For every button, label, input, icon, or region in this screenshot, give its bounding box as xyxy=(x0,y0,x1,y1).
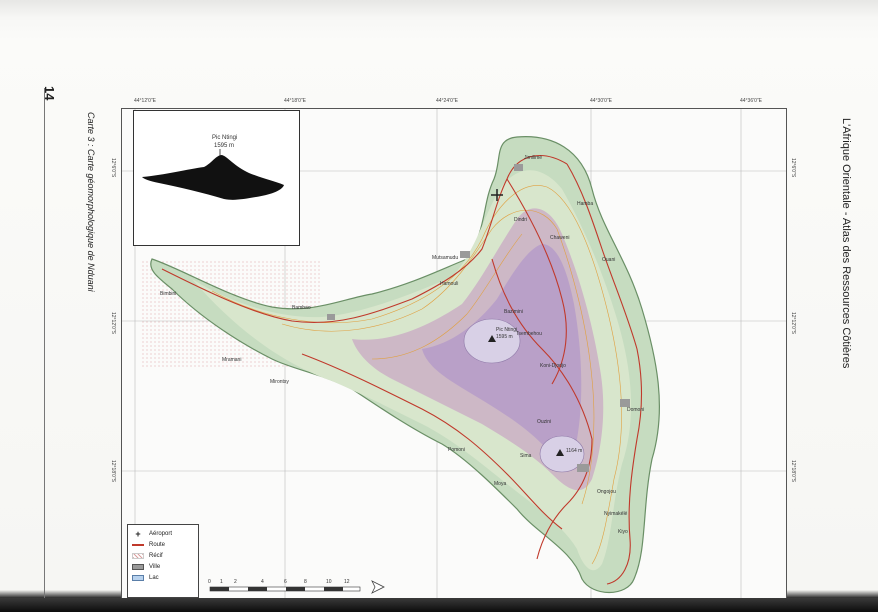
scale-bar xyxy=(209,586,361,592)
lat-tick: 12°18'0"S xyxy=(110,460,116,482)
scale-label: 10 xyxy=(326,579,332,585)
summit-height-label: 1595 m xyxy=(496,334,513,340)
reef-swatch-icon xyxy=(132,552,144,559)
margin-rule xyxy=(44,88,45,600)
legend-label: Ville xyxy=(149,563,161,570)
summit-height-label: 1164 m xyxy=(566,448,583,454)
legend-label: Récif xyxy=(149,552,163,559)
lat-tick: 12°18'0"S xyxy=(790,460,796,482)
scale-label: 1 xyxy=(220,579,223,585)
place-label: Hamouli xyxy=(440,281,459,287)
legend-row-road: Route xyxy=(128,539,198,550)
place-label: Nyimakélé xyxy=(604,511,628,517)
legend-label: Route xyxy=(149,541,166,548)
lake-swatch-icon xyxy=(132,574,144,581)
scan-shadow xyxy=(0,598,878,612)
place-label: Kiyo xyxy=(618,529,628,535)
lon-tick: 44°36'0"E xyxy=(740,98,762,104)
scale-label: 8 xyxy=(304,579,307,585)
place-label: Bambao xyxy=(292,305,311,311)
lat-tick: 12°6'0"S xyxy=(790,158,796,178)
page-header: L'Afrique Orientale - Atlas des Ressourc… xyxy=(840,118,852,369)
place-label: Moya xyxy=(494,481,507,487)
place-label: Bazimini xyxy=(504,309,523,315)
summit-name-label: Pic Ntingi xyxy=(496,327,518,333)
place-label: Mutsamudu xyxy=(432,255,459,261)
profile-silhouette xyxy=(142,149,284,200)
lon-tick: 44°18'0"E xyxy=(284,98,306,104)
lat-tick: 12°12'0"S xyxy=(790,312,796,334)
legend-row-airport: + Aéroport xyxy=(128,528,198,539)
place-label: Domoni xyxy=(627,407,645,413)
legend-label: Lac xyxy=(149,574,159,581)
lon-tick: 44°24'0"E xyxy=(436,98,458,104)
place-label: Hamba xyxy=(577,201,594,207)
town-swatch-icon xyxy=(132,563,144,570)
summit-triangle-icon xyxy=(556,449,564,456)
inset-peak-name: Pic Ntingi xyxy=(212,135,238,141)
scale-label: 4 xyxy=(261,579,264,585)
figure-caption: Carte 3 : Carte géomorphologique de Ndua… xyxy=(86,112,96,292)
airport-icon xyxy=(491,189,503,201)
towns xyxy=(327,164,630,472)
place-label: Chaweni xyxy=(550,235,570,241)
map-legend: + Aéroport Route Récif Ville Lac xyxy=(127,524,199,598)
lat-tick: 12°6'0"S xyxy=(110,158,116,178)
scale-label: 0 xyxy=(208,579,211,585)
place-label: Dindri xyxy=(514,217,528,223)
place-label: Sima xyxy=(520,453,532,459)
legend-row-town: Ville xyxy=(128,561,198,572)
lon-tick: 44°30'0"E xyxy=(590,98,612,104)
place-label: Ouani xyxy=(602,257,616,263)
contours xyxy=(211,185,622,565)
place-label: Bimbini xyxy=(160,291,177,297)
north-arrow-icon xyxy=(371,580,385,594)
inset-profile: Pic Ntingi 1595 m xyxy=(133,110,300,246)
scale-label: 12 xyxy=(344,579,350,585)
legend-label: Aéroport xyxy=(149,530,173,537)
plus-icon: + xyxy=(135,528,141,539)
place-label: Pomoni xyxy=(448,447,465,453)
island-map xyxy=(122,109,786,601)
legend-row-reef: Récif xyxy=(128,550,198,561)
place-label: Tsembehou xyxy=(516,331,542,337)
place-label: Ouzini xyxy=(537,419,552,425)
summit-triangle-icon xyxy=(488,335,496,342)
inset-peak-height: 1595 m xyxy=(214,143,235,149)
lat-tick: 12°12'0"S xyxy=(110,312,116,334)
road-line-icon xyxy=(132,543,144,546)
scale-label: 6 xyxy=(284,579,287,585)
place-label: Koni-Djodjo xyxy=(540,363,566,369)
place-label: Jimilimé xyxy=(524,155,543,161)
scale-label: 2 xyxy=(234,579,237,585)
lon-tick: 44°12'0"E xyxy=(134,98,156,104)
place-label: Ongojou xyxy=(597,489,616,495)
place-label: Mirontsy xyxy=(270,379,289,385)
roads xyxy=(161,155,643,585)
map-frame: Jimilimé Hamba Ouani Dindri Mutsamudu Ha… xyxy=(121,108,787,602)
place-label: Mramani xyxy=(222,357,242,363)
legend-row-lake: Lac xyxy=(128,572,198,583)
